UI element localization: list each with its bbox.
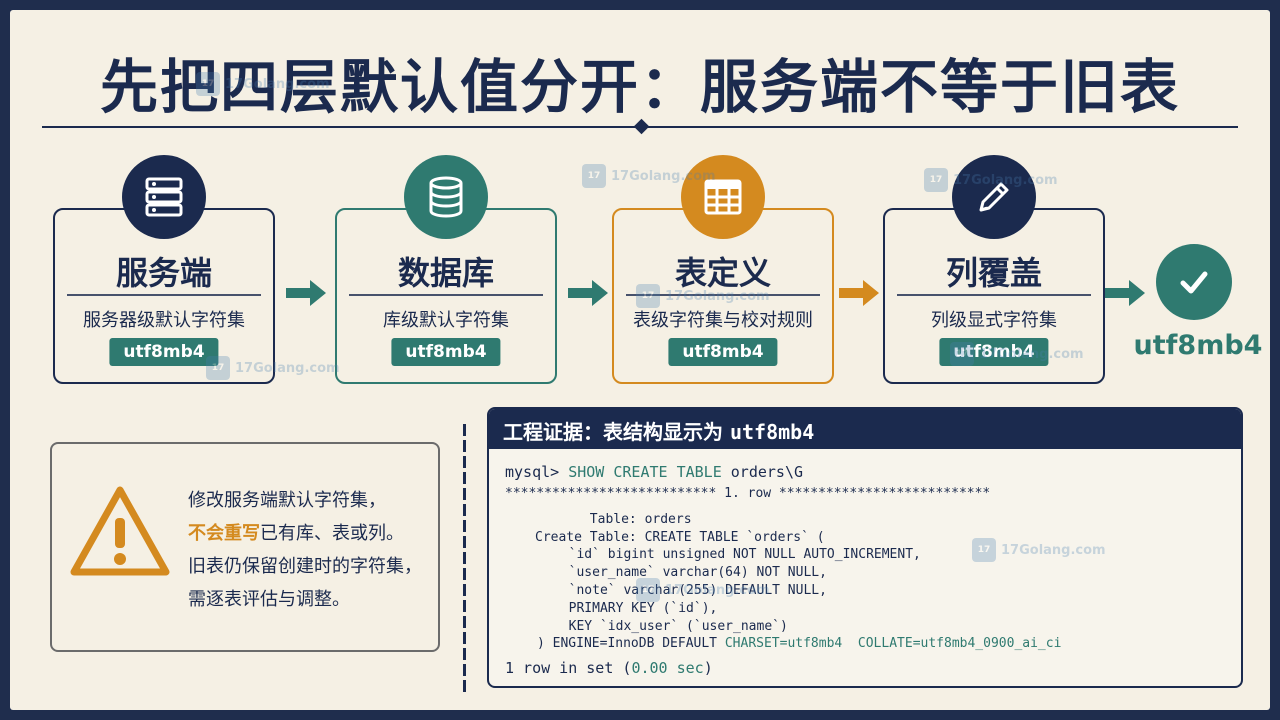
code-command-line: mysql> SHOW CREATE TABLE orders\G — [505, 461, 1233, 483]
stage-charset-tag: utf8mb4 — [109, 338, 219, 366]
code-footer-time: 0.00 sec — [631, 659, 704, 678]
watermark-text: 17Golang.com — [235, 360, 340, 376]
arrow-right-icon — [1105, 280, 1145, 306]
watermark-logo-icon: 17 — [636, 578, 660, 602]
watermark: 17 17Golang.com — [972, 538, 1106, 562]
final-charset-label: utf8mb4 — [1133, 330, 1263, 361]
code-footer-suffix: ) — [703, 659, 713, 678]
stage-title: 列覆盖 — [945, 254, 1042, 292]
stage-title: 表定义 — [674, 254, 771, 292]
code-collate: COLLATE=utf8mb4_0900_ai_ci — [857, 636, 1062, 652]
arrow-right-icon — [568, 280, 608, 306]
watermark-text: 17Golang.com — [953, 172, 1058, 188]
code-command: SHOW CREATE TABLE — [568, 463, 722, 481]
code-engine: ) ENGINE=InnoDB DEFAULT — [537, 636, 725, 652]
pencil-icon — [952, 155, 1036, 239]
watermark-logo-icon: 17 — [196, 72, 220, 96]
watermark-text: 17Golang.com — [1001, 542, 1106, 558]
page-title: 先把四层默认值分开：服务端不等于旧表 — [99, 53, 1180, 121]
warning-line: 需逐表评估与调整。 — [188, 589, 350, 610]
warning-line: 不会重写已有库、表或列。 — [188, 517, 422, 550]
warning-box: 修改服务端默认字符集， 不会重写已有库、表或列。 旧表仍保留创建时的字符集， 需… — [50, 442, 440, 652]
code-line: PRIMARY KEY (`id`), — [553, 600, 718, 616]
code-line: Create Table: CREATE TABLE `orders` ( — [535, 529, 825, 545]
check-icon — [1156, 244, 1232, 320]
section-divider — [463, 424, 466, 692]
stage-divider — [897, 294, 1091, 296]
stage-charset-tag: utf8mb4 — [668, 338, 778, 366]
code-prompt: mysql> — [505, 463, 569, 481]
server-icon — [122, 155, 206, 239]
code-line: Table: orders — [535, 511, 692, 527]
watermark-text: 17Golang.com — [665, 288, 770, 304]
code-body: mysql> SHOW CREATE TABLE orders\G ******… — [505, 461, 1233, 679]
watermark-logo-icon: 17 — [924, 168, 948, 192]
watermark-text: 17Golang.com — [611, 168, 716, 184]
code-line: `id` bigint unsigned NOT NULL AUTO_INCRE… — [553, 547, 921, 563]
watermark: 17 17Golang.com — [582, 164, 716, 188]
code-command-rest: orders\G — [721, 463, 804, 481]
code-line: *************************** 1. row *****… — [505, 486, 991, 501]
warning-text: 修改服务端默认字符集， 不会重写已有库、表或列。 旧表仍保留创建时的字符集， 需… — [188, 484, 422, 616]
stage-charset-tag: utf8mb4 — [391, 338, 501, 366]
stage-subtitle: 库级默认字符集 — [383, 310, 509, 331]
watermark-logo-icon: 17 — [206, 356, 230, 380]
stage-subtitle: 表级字符集与校对规则 — [633, 310, 813, 331]
warning-line-rest: 已有库、表或列。 — [260, 523, 404, 544]
watermark-logo-icon: 17 — [636, 284, 660, 308]
code-header-mono: utf8mb4 — [729, 420, 815, 444]
stage-title: 数据库 — [397, 254, 494, 292]
watermark: 17 17Golang.com — [636, 284, 770, 308]
canvas: 先把四层默认值分开：服务端不等于旧表 服务端 服务器级默认字符集 utf8mb4… — [10, 10, 1270, 710]
database-icon — [404, 155, 488, 239]
stage-title: 服务端 — [115, 254, 212, 292]
watermark-logo-icon: 17 — [950, 342, 974, 366]
stage-divider — [67, 294, 261, 296]
watermark: 17 17Golang.com — [636, 578, 770, 602]
code-footer: 1 row in set ( — [505, 659, 632, 678]
watermark: 17 17Golang.com — [196, 72, 330, 96]
table-icon — [681, 155, 765, 239]
watermark-text: 17Golang.com — [225, 76, 330, 92]
watermark-logo-icon: 17 — [582, 164, 606, 188]
stage-divider — [626, 294, 820, 296]
code-header-text: 工程证据：表结构显示为 — [503, 420, 730, 444]
arrow-right-icon — [839, 280, 879, 306]
stage-divider — [349, 294, 543, 296]
warning-line: 修改服务端默认字符集， — [188, 490, 386, 511]
watermark-text: 17Golang.com — [665, 582, 770, 598]
code-line: KEY `idx_user` (`user_name`) — [553, 618, 788, 634]
watermark: 17 17Golang.com — [924, 168, 1058, 192]
arrow-right-icon — [286, 280, 326, 306]
stage-charset-tag: utf8mb4 — [939, 338, 1049, 366]
code-footer-line: 1 row in set (0.00 sec) — [505, 657, 1233, 679]
code-line: `user_name` varchar(64) NOT NULL, — [553, 565, 827, 581]
code-panel: 工程证据：表结构显示为 utf8mb4 mysql> SHOW CREATE T… — [487, 407, 1243, 688]
stage-subtitle: 列级显式字符集 — [931, 310, 1057, 331]
watermark: 17 17Golang.com — [950, 342, 1084, 366]
stage-subtitle: 服务器级默认字符集 — [83, 310, 245, 331]
warning-line: 旧表仍保留创建时的字符集， — [188, 556, 422, 577]
code-line: `note` varchar(255) DEFAULT NULL, — [553, 582, 827, 598]
watermark: 17 17Golang.com — [206, 356, 340, 380]
code-engine-line: ) ENGINE=InnoDB DEFAULT CHARSET=utf8mb4 … — [505, 635, 1233, 653]
warning-triangle-icon — [70, 486, 170, 576]
watermark-logo-icon: 17 — [972, 538, 996, 562]
watermark-text: 17Golang.com — [979, 346, 1084, 362]
warning-highlight: 不会重写 — [188, 523, 260, 544]
code-charset: CHARSET=utf8mb4 — [724, 636, 843, 652]
code-panel-header: 工程证据：表结构显示为 utf8mb4 — [489, 409, 1241, 449]
